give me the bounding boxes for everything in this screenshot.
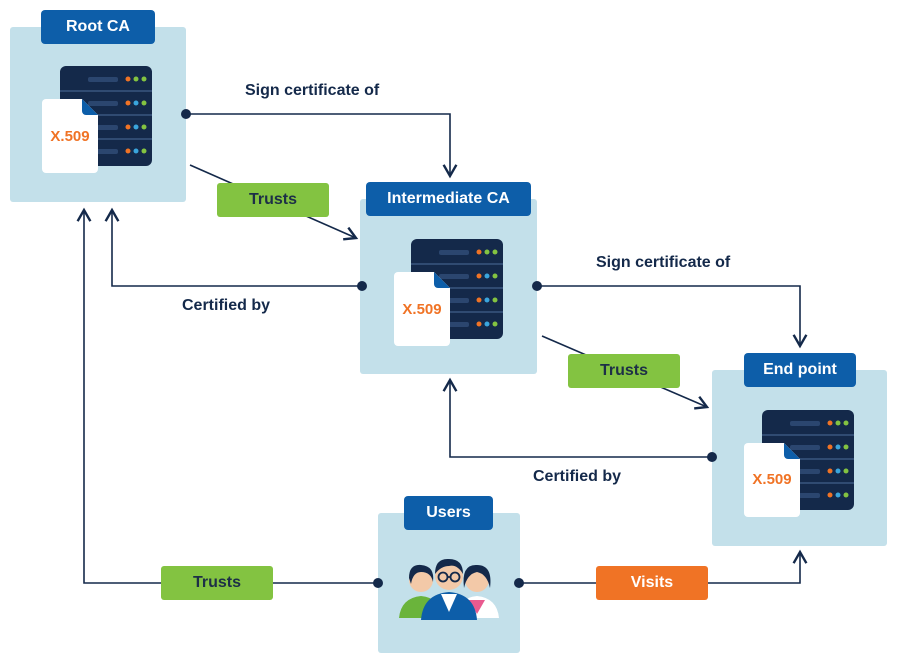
- inter-sign-connector: [537, 285, 808, 349]
- users-trusts-badge: Trusts: [161, 566, 273, 600]
- users-visits-badge: Visits: [596, 566, 708, 600]
- server-icon: [762, 410, 854, 510]
- certificate-icon: [42, 99, 98, 173]
- root-ca-title: Root CA: [41, 10, 155, 44]
- users-trusts-connector: [76, 207, 378, 584]
- inter-trusts-badge: Trusts: [568, 354, 680, 388]
- connector-dot: [181, 109, 191, 119]
- certificate-icon: [744, 443, 800, 517]
- connector-dot: [373, 578, 383, 588]
- users-group-icon: [399, 558, 499, 620]
- intermediate-ca-title: Intermediate CA: [366, 182, 531, 216]
- certificate-icon: [394, 272, 450, 346]
- connector-dot: [514, 578, 524, 588]
- root-trusts-badge: Trusts: [217, 183, 329, 217]
- connector-dot: [357, 281, 367, 291]
- intermediate-cert-label: X.509: [402, 301, 442, 318]
- users-title: Users: [404, 496, 493, 530]
- end-point-cert-label: X.509: [752, 471, 792, 488]
- inter-sign-label: Sign certificate of: [596, 254, 731, 271]
- root-sign-label: Sign certificate of: [245, 82, 380, 99]
- end-certified-connector: [442, 377, 712, 458]
- connector-dot: [707, 452, 717, 462]
- connector-dot: [532, 281, 542, 291]
- inter-certified-connector: [104, 207, 362, 287]
- inter-certified-label: Certified by: [182, 297, 271, 314]
- end-point-title: End point: [744, 353, 856, 387]
- end-certified-label: Certified by: [533, 468, 622, 485]
- root-cert-label: X.509: [50, 128, 90, 145]
- root-sign-connector: [186, 113, 458, 179]
